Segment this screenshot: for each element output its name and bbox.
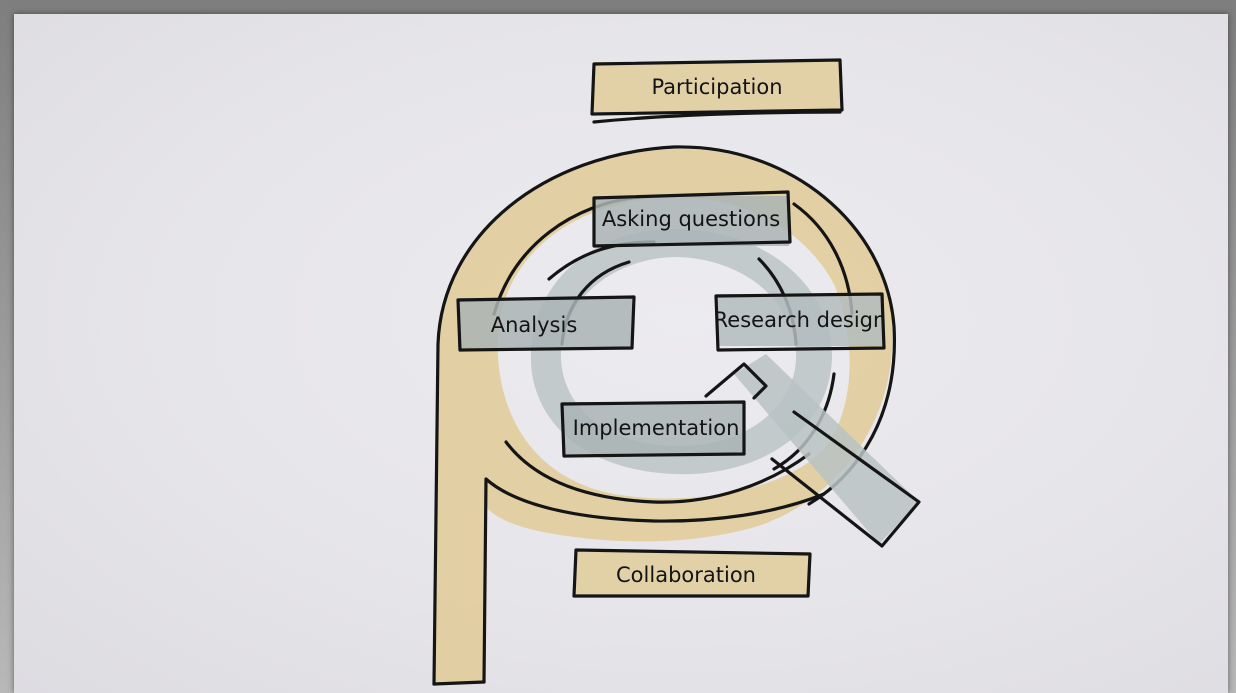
asking-questions-box: Asking questions [592,190,792,248]
implementation-box: Implementation [560,400,746,458]
collaboration-label: Collaboration [616,563,756,587]
analysis-label: Analysis [491,313,578,337]
pq-diagram: Participation Asking questions Analysis … [432,58,921,686]
whiteboard-paper: Participation Asking questions Analysis … [14,14,1228,693]
implementation-label: Implementation [573,416,740,440]
research-design-box: Research design [714,292,887,352]
research-design-label: Research design [714,308,887,332]
participation-box: Participation [590,58,844,124]
q-letter-shape [530,229,921,548]
analysis-box: Analysis [456,295,636,352]
asking-questions-label: Asking questions [602,207,780,231]
participation-label: Participation [651,75,782,99]
collaboration-box: Collaboration [572,548,812,598]
